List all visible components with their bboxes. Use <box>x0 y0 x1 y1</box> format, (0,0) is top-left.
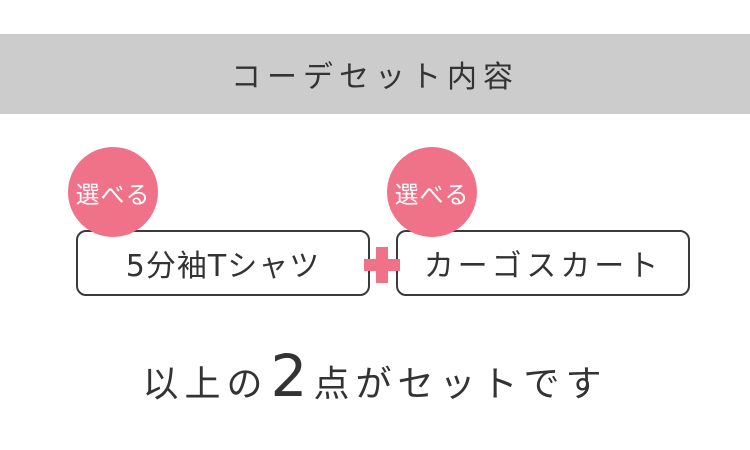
header-band: コーデセット内容 <box>0 34 750 114</box>
item-box-tshirt: 5分袖Tシャツ <box>76 230 370 296</box>
summary-suffix: 点がセットです <box>313 364 608 405</box>
plus-icon <box>364 247 400 283</box>
summary-prefix: 以上の <box>142 364 269 405</box>
item-label-skirt: カーゴスカート <box>423 249 663 284</box>
item-label-tshirt: 5分袖Tシャツ <box>125 249 321 284</box>
badge-label-right: 選べる <box>394 180 470 209</box>
selectable-badge-left: 選べる <box>68 147 158 237</box>
selectable-badge-right: 選べる <box>387 147 477 237</box>
item-box-skirt: カーゴスカート <box>396 230 690 296</box>
set-summary: 以上の 2 点がセットです <box>0 342 750 412</box>
page-title: コーデセット内容 <box>231 60 519 95</box>
badge-label-left: 選べる <box>75 180 151 209</box>
summary-count: 2 <box>270 342 312 410</box>
